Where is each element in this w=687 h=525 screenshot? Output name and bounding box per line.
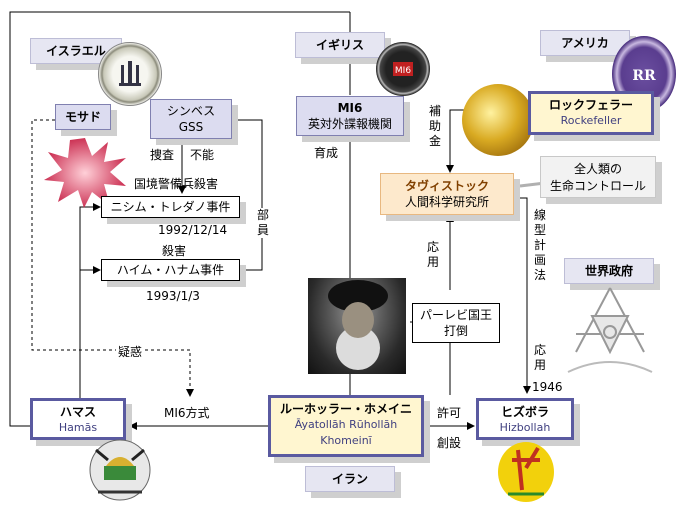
khomeini-title: ルーホッラー・ホメイニ bbox=[279, 402, 412, 416]
tavistock-subtitle: 人間科学研究所 bbox=[404, 195, 489, 209]
nishim-incident-box: ニシム・トレダノ事件 bbox=[101, 196, 240, 218]
hamas-box: ハマス Hamās bbox=[30, 398, 126, 440]
founding-label: 創設 bbox=[437, 436, 462, 450]
world-government-box: 世界政府 bbox=[564, 258, 654, 284]
mossad-label: モサド bbox=[64, 110, 101, 124]
mi6-emblem-icon: MI6 bbox=[376, 42, 430, 96]
hamas-subtitle: Hamās bbox=[58, 421, 98, 434]
hezbollah-subtitle: Hizbollah bbox=[499, 421, 551, 434]
investigation-label: 捜査 bbox=[150, 148, 175, 162]
mi6-method-label: MI6方式 bbox=[164, 406, 210, 420]
mi6-box: MI6 英対外諜報機関 bbox=[296, 96, 404, 136]
rockefeller-box: ロックフェラー Rockefeller bbox=[528, 91, 654, 135]
date1-label: 1992/12/14 bbox=[158, 223, 228, 237]
pahlavi-box: パーレビ国王 打倒 bbox=[412, 303, 500, 343]
region-usa: アメリカ bbox=[540, 30, 630, 56]
applied1-label: 応 用 bbox=[426, 240, 439, 269]
rockefeller-subtitle: Rockefeller bbox=[560, 114, 622, 127]
hezbollah-title: ヒズボラ bbox=[500, 405, 549, 419]
region-uk-label: イギリス bbox=[315, 38, 364, 52]
rockefeller-title: ロックフェラー bbox=[548, 98, 633, 112]
member-label: 部 員 bbox=[256, 208, 270, 238]
region-usa-label: アメリカ bbox=[561, 36, 609, 50]
svg-text:MI6: MI6 bbox=[395, 66, 411, 76]
date2-label: 1993/1/3 bbox=[146, 289, 200, 303]
shin-bet-box: シンベス GSS bbox=[150, 99, 232, 139]
mossad-emblem-icon bbox=[98, 42, 162, 106]
hezbollah-box: ヒズボラ Hizbollah bbox=[476, 398, 574, 440]
applied2-label: 応 用 bbox=[533, 343, 546, 372]
subsidy-label: 補 助 金 bbox=[428, 104, 441, 148]
linear-plan-label: 線 型 計 画 法 bbox=[533, 208, 546, 282]
incapable-label: 不能 bbox=[190, 148, 215, 162]
khomeini-box: ルーホッラー・ホメイニ Āyatollāh Rūhollāh Khomeinī bbox=[268, 395, 424, 457]
human-control-label: 全人類の 生命コントロール bbox=[549, 162, 646, 193]
svg-text:RR: RR bbox=[632, 68, 656, 84]
gold-coin-icon bbox=[462, 84, 534, 156]
khomeini-subtitle: Āyatollāh Rūhollāh Khomeinī bbox=[294, 418, 398, 447]
trained-label: 育成 bbox=[314, 146, 339, 160]
region-iran: イラン bbox=[305, 466, 395, 492]
mi6-subtitle: 英対外諜報機関 bbox=[307, 117, 392, 131]
masonic-emblem-icon bbox=[567, 287, 653, 373]
region-iran-label: イラン bbox=[331, 472, 368, 486]
year-label: 1946 bbox=[532, 380, 563, 394]
region-israel-label: イスラエル bbox=[46, 44, 106, 58]
hezbollah-emblem-icon bbox=[498, 442, 554, 502]
tavistock-title: タヴィストック bbox=[404, 179, 489, 193]
region-uk: イギリス bbox=[295, 32, 385, 58]
haim-label: ハイム・ハナム事件 bbox=[116, 263, 225, 277]
hamas-emblem-icon bbox=[89, 439, 151, 501]
murder-label: 殺害 bbox=[162, 244, 187, 258]
haim-incident-box: ハイム・ハナム事件 bbox=[101, 259, 240, 281]
nishim-label: ニシム・トレダノ事件 bbox=[110, 200, 231, 214]
human-control-box: 全人類の 生命コントロール bbox=[540, 156, 656, 198]
tavistock-box: タヴィストック 人間科学研究所 bbox=[380, 173, 514, 215]
shin-bet-label: シンベス GSS bbox=[166, 104, 216, 134]
hamas-title: ハマス bbox=[59, 405, 96, 419]
khomeini-portrait bbox=[308, 278, 406, 374]
world-government-label: 世界政府 bbox=[584, 264, 633, 278]
suspicion-label: 疑惑 bbox=[116, 345, 145, 359]
border-police-label: 国境警備兵殺害 bbox=[134, 177, 219, 191]
pahlavi-label: パーレビ国王 打倒 bbox=[419, 308, 492, 338]
permission-label: 許可 bbox=[437, 406, 462, 420]
explosion-icon bbox=[44, 138, 126, 208]
mi6-title: MI6 bbox=[337, 101, 363, 115]
mossad-box: モサド bbox=[55, 104, 111, 130]
